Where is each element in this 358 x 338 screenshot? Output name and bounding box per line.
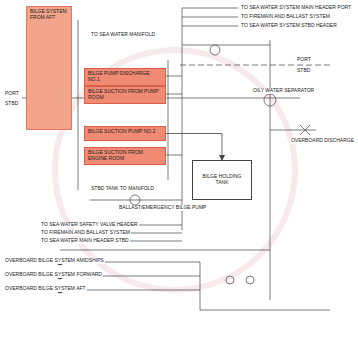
pipe-label: TO SEA WATER SAFETY VALVE HEADER <box>40 222 139 228</box>
pipe-label: TO SEA WATER MANIFOLD <box>90 32 156 38</box>
pipe-label: TO SEA WATER SYSTEM STBD HEADER <box>240 23 338 29</box>
pipe-connector <box>166 134 222 161</box>
pipe-label: OILY WATER SEPARATOR <box>252 88 315 94</box>
pipe-label: TO SEA WATER MAIN HEADER STBD <box>40 238 130 244</box>
pipe-label: OVERBOARD DISCHARGE <box>290 138 355 144</box>
highlight-box: BILGE SUCTION FROM PUMP ROOM <box>84 86 166 104</box>
pipe-label: OVERBOARD BILGE SYSTEM AMIDSHIPS <box>4 258 105 264</box>
pipe-label: BALLAST/EMERGENCY BILGE PUMP <box>118 205 207 211</box>
pipe-label: TO SEA WATER SYSTEM MAIN HEADER PORT <box>240 5 352 11</box>
node-text: BILGE SUCTION FROM PUMP ROOM <box>88 89 162 101</box>
pipe-label: TO FIREMAIN AND BALLAST SYSTEM <box>40 230 131 236</box>
pipe-label: STBD <box>4 101 19 107</box>
pipe-label: STBD <box>296 68 311 74</box>
pipe-label: OVERBOARD BILGE SYSTEM AFT <box>4 286 87 292</box>
node-text: BILGE SUCTION FROM ENGINE ROOM <box>88 150 162 162</box>
highlight-box: BILGE SUCTION PUMP NO.2 <box>84 126 166 141</box>
node-text: BILGE HOLDING TANK <box>196 174 248 186</box>
pipe-label: TO FIREMAIN AND BALLAST SYSTEM <box>240 14 331 20</box>
highlight-box: BILGE PUMP DISCHARGE NO.1 <box>84 68 166 86</box>
node-text: BILGE SYSTEM FROM AFT <box>30 9 68 21</box>
node-text: BILGE PUMP DISCHARGE NO.1 <box>88 71 162 83</box>
highlight-box: BILGE SUCTION FROM ENGINE ROOM <box>84 147 166 165</box>
node-text: BILGE SUCTION PUMP NO.2 <box>88 129 162 135</box>
highlight-box: BILGE SYSTEM FROM AFT <box>26 6 72 130</box>
pipe-label: PORT <box>296 57 312 63</box>
tank-box: BILGE HOLDING TANK <box>192 160 252 200</box>
pipe-label: PORT <box>4 91 20 97</box>
pipe-label: OVERBOARD BILGE SYSTEM FORWARD <box>4 272 103 278</box>
pipe-label: STBD TANK TO MANIFOLD <box>90 186 155 192</box>
